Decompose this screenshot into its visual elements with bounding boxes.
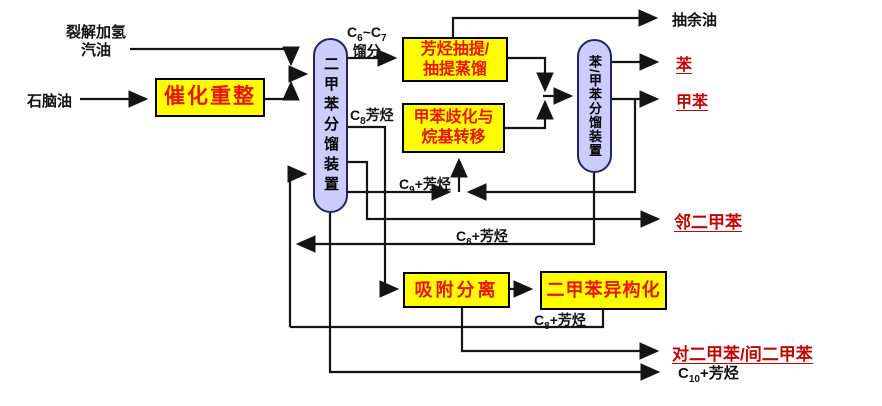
edge-c8-to-adsorption [348, 125, 400, 298]
output-p-m-xylene: 对二甲苯/间二甲苯 [672, 345, 813, 364]
label-c9plus-aromatics: C9+芳烃 [399, 176, 451, 196]
output-o-xylene: 邻二甲苯 [674, 213, 742, 232]
input-pyrolysis-gasoline: 裂解加氢 汽油 [65, 24, 126, 59]
input-naphtha: 石脑油 [27, 93, 73, 110]
label-c8plus-aromatics-recycle: C8+芳烃 [456, 228, 508, 248]
edge-extraction-to-raffinate [451, 9, 659, 37]
output-c10plus-aromatics: C10+芳烃 [678, 365, 739, 385]
node-aromatics-extraction: 芳烃抽提/ 抽提蒸馏 [402, 37, 508, 82]
node-adsorption-separation: 吸附分离 [403, 272, 510, 308]
label-c8plus-aromatics-isomerate: C8+芳烃 [534, 312, 586, 332]
edge-pygas-feed [130, 46, 300, 67]
edge-tdp-to-junction [505, 99, 554, 130]
edge-extraction-to-junction [508, 56, 554, 93]
node-catalytic-reforming: 催化重整 [155, 78, 265, 117]
edge-reformer-out [265, 80, 300, 101]
node-xylene-isomerization: 二甲苯异构化 [540, 271, 667, 310]
edge-xylenefrac-bottoms-c10 [328, 213, 661, 381]
output-benzene: 苯 [676, 57, 693, 74]
edge-toluene-branch-to-tdp [466, 99, 637, 201]
edge-recycle-riser-into-xylenefrac [287, 165, 308, 327]
edge-isomerization-recycle [290, 310, 605, 329]
node-toluene-disproportionation: 甲苯歧化与 烷基转移 [402, 103, 505, 153]
output-raffinate-oil: 抽余油 [672, 12, 718, 29]
edge-btfrac-bottoms-recycle [295, 173, 596, 253]
label-c6-c7-fraction: C6~C7 馏分 [347, 24, 387, 59]
node-benzene-toluene-fractionation-unit: 苯/甲苯分馏装置 [577, 39, 612, 173]
output-toluene: 甲苯 [676, 94, 709, 111]
label-c8-aromatics: C8芳烃 [350, 107, 394, 127]
node-xylene-fractionation-unit: 二甲苯分馏装置 [313, 38, 348, 213]
edge-xylenefrac-to-oxylene [348, 160, 661, 228]
edge-adsorption-to-pmxylene [460, 308, 660, 360]
